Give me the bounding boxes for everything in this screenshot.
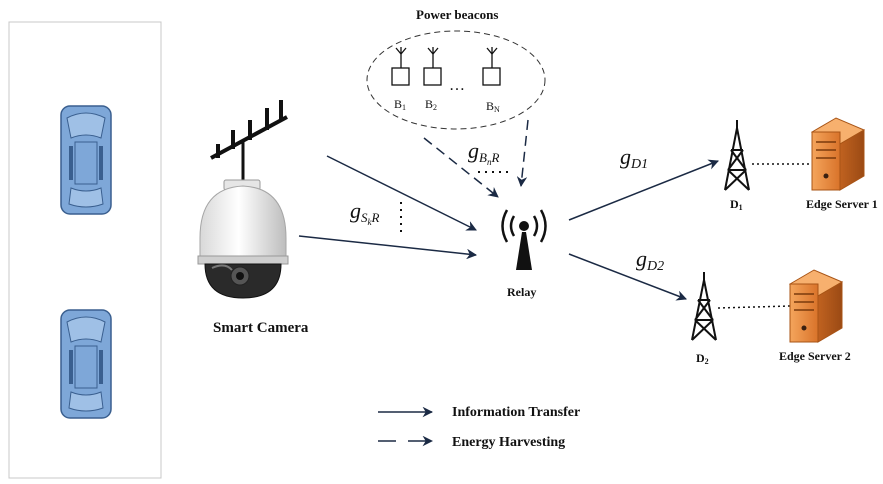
info-arrow-relay-d2 xyxy=(568,253,687,301)
beacon-antenna-icon xyxy=(482,47,501,86)
energy-arrow-beacon-left xyxy=(423,137,499,198)
power-beacons-title: Power beacons xyxy=(416,7,498,22)
relay-antenna-icon xyxy=(501,209,547,270)
road-panel xyxy=(8,21,162,479)
edge-server-2-icon xyxy=(788,269,844,343)
channel-label-sr: gSkR xyxy=(350,198,380,227)
edge-server-1-icon xyxy=(810,117,866,191)
legend: Information Transfer Energy Harvesting xyxy=(378,405,580,450)
svg-text:B2: B2 xyxy=(425,97,437,112)
svg-text:B1: B1 xyxy=(394,97,406,112)
beacon-ellipsis: … xyxy=(449,77,465,94)
beacon-antenna-icon xyxy=(423,47,442,86)
beacon-b2: B2 xyxy=(423,47,442,112)
tower-d1-icon xyxy=(724,120,750,191)
relay-label: Relay xyxy=(507,285,536,299)
legend-information-transfer: Information Transfer xyxy=(452,405,580,420)
tower-d2-icon xyxy=(691,272,717,341)
beacon-antenna-icon xyxy=(391,47,410,86)
smart-camera-icon xyxy=(197,100,289,299)
smart-camera-label: Smart Camera xyxy=(213,320,309,336)
car-icon xyxy=(60,309,112,419)
channel-label-d2: gD2 xyxy=(636,246,664,274)
info-arrow-camera-lower xyxy=(298,235,478,260)
link-d2-server2 xyxy=(717,305,791,309)
power-beacons-cluster xyxy=(366,30,546,130)
edge-server-2-label: Edge Server 2 xyxy=(779,349,851,363)
channel-label-br: gBnR xyxy=(468,138,499,167)
destination-d2-label: D2 xyxy=(696,351,709,366)
info-arrow-camera-upper xyxy=(326,155,477,231)
legend-energy-harvesting: Energy Harvesting xyxy=(452,435,565,450)
edge-server-1-label: Edge Server 1 xyxy=(806,197,878,211)
channel-label-d1: gD1 xyxy=(620,144,648,172)
beacon-bn: BN xyxy=(482,47,501,114)
destination-d1-label: D1 xyxy=(730,197,743,212)
info-arrow-relay-d1 xyxy=(568,159,719,221)
energy-arrow-beacon-right xyxy=(516,119,529,188)
beacon-b1: B1 xyxy=(391,47,410,112)
car-icon xyxy=(60,105,112,215)
svg-text:BN: BN xyxy=(486,99,500,114)
